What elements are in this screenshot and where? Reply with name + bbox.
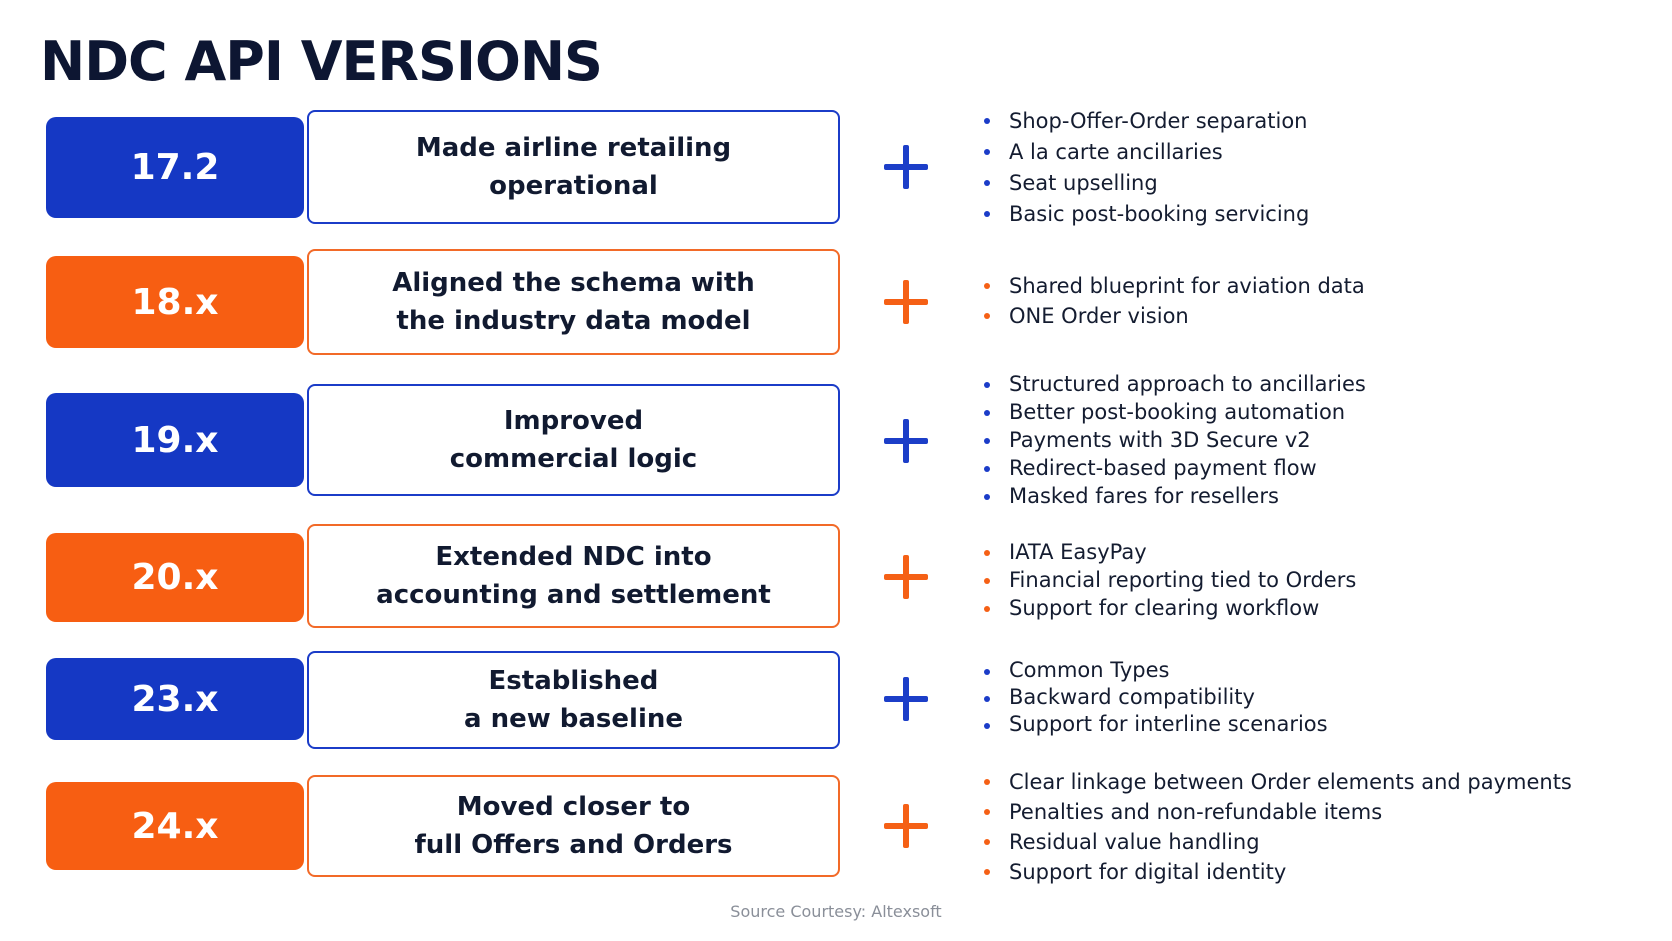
summary-line: commercial logic [449, 444, 698, 474]
feature-list: Common Types Backward compatibility Supp… [982, 657, 1328, 738]
list-item: Shop-Offer-Order separation [982, 106, 1309, 137]
summary-line: operational [489, 171, 658, 201]
list-item: Penalties and non-refundable items [982, 797, 1572, 827]
feature-list: Shared blueprint for aviation data ONE O… [982, 271, 1365, 331]
summary-line: full Offers and Orders [414, 830, 733, 860]
list-item: Better post-booking automation [982, 398, 1366, 426]
plus-icon [884, 677, 928, 721]
version-summary-box: Moved closer to full Offers and Orders [307, 775, 840, 877]
list-item: Seat upselling [982, 168, 1309, 199]
list-item: A la carte ancillaries [982, 137, 1309, 168]
plus-icon [884, 555, 928, 599]
version-summary-box: Aligned the schema with the industry dat… [307, 249, 840, 355]
list-item: Residual value handling [982, 827, 1572, 857]
plus-icon [884, 145, 928, 189]
list-item: Support for interline scenarios [982, 711, 1328, 738]
version-summary-box: Improved commercial logic [307, 384, 840, 496]
plus-icon [884, 419, 928, 463]
feature-list: Shop-Offer-Order separation A la carte a… [982, 106, 1309, 230]
plus-icon [884, 280, 928, 324]
summary-line: a new baseline [463, 704, 684, 734]
list-item: IATA EasyPay [982, 538, 1356, 566]
list-item: Clear linkage between Order elements and… [982, 767, 1572, 797]
summary-line: Aligned the schema with [392, 268, 755, 298]
list-item: Shared blueprint for aviation data [982, 271, 1365, 301]
summary-line: Moved closer to [456, 792, 691, 822]
list-item: Backward compatibility [982, 684, 1328, 711]
feature-list: IATA EasyPay Financial reporting tied to… [982, 538, 1356, 622]
list-item: Masked fares for resellers [982, 482, 1366, 510]
list-item: Basic post-booking servicing [982, 199, 1309, 230]
version-badge: 19.x [46, 393, 304, 487]
list-item: Support for clearing workflow [982, 594, 1356, 622]
feature-list: Structured approach to ancillaries Bette… [982, 370, 1366, 510]
page-title: NDC API VERSIONS [40, 30, 603, 93]
version-summary-box: Made airline retailing operational [307, 110, 840, 224]
version-badge: 17.2 [46, 117, 304, 218]
summary-line: Established [488, 666, 659, 696]
version-badge: 24.x [46, 782, 304, 870]
summary-line: the industry data model [396, 306, 751, 336]
list-item: Structured approach to ancillaries [982, 370, 1366, 398]
version-summary-box: Extended NDC into accounting and settlem… [307, 524, 840, 628]
version-summary-box: Established a new baseline [307, 651, 840, 749]
list-item: Common Types [982, 657, 1328, 684]
summary-line: accounting and settlement [376, 580, 771, 610]
feature-list: Clear linkage between Order elements and… [982, 767, 1572, 887]
summary-line: Made airline retailing [415, 133, 732, 163]
version-badge: 18.x [46, 256, 304, 348]
list-item: Financial reporting tied to Orders [982, 566, 1356, 594]
list-item: Support for digital identity [982, 857, 1572, 887]
list-item: Payments with 3D Secure v2 [982, 426, 1366, 454]
source-credit: Source Courtesy: Altexsoft [730, 902, 942, 921]
version-badge: 20.x [46, 533, 304, 622]
plus-icon [884, 804, 928, 848]
summary-line: Extended NDC into [435, 542, 712, 572]
list-item: ONE Order vision [982, 301, 1365, 331]
version-badge: 23.x [46, 658, 304, 740]
summary-line: Improved [503, 406, 644, 436]
list-item: Redirect-based payment flow [982, 454, 1366, 482]
